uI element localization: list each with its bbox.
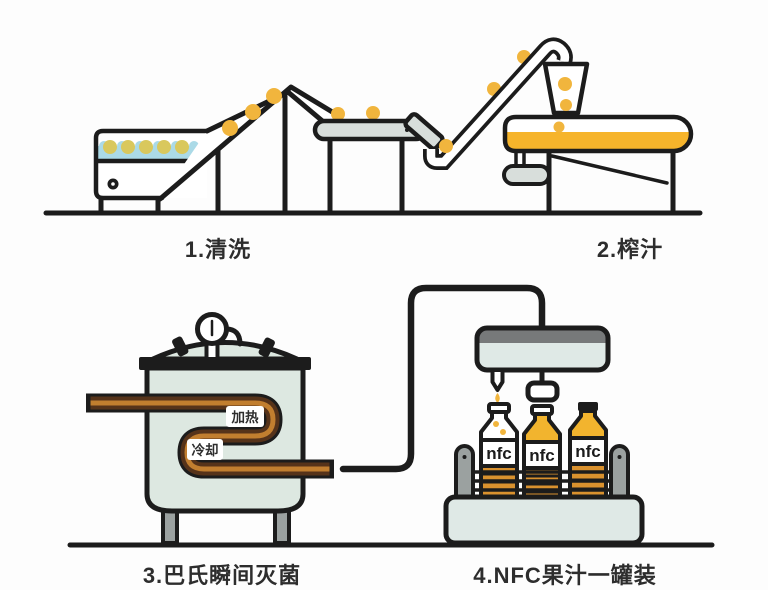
bottle-cap	[578, 402, 598, 411]
fruit-icon	[558, 77, 572, 91]
heating-label-box	[226, 406, 264, 427]
station-juicing	[423, 37, 694, 214]
transfer-pipe	[339, 284, 546, 473]
bottle-brand: nfc	[486, 444, 512, 463]
incline-conveyor-1	[157, 84, 337, 202]
step-1-label: 1.清洗	[185, 237, 251, 262]
stand-brace	[550, 154, 669, 185]
bottle-shoulder	[479, 410, 519, 442]
fruit-icon	[439, 139, 453, 153]
juice-drop-icon	[495, 393, 500, 403]
fruit-icon	[331, 107, 345, 121]
bottle-brand: nfc	[575, 442, 601, 461]
juice-drop-icon	[500, 429, 506, 435]
step-3-label: 3.巴氏瞬间灭菌	[143, 563, 301, 588]
station-pasteurizer: 加热 冷却	[67, 284, 715, 548]
fruit-icon	[245, 104, 261, 120]
capper-head	[525, 380, 560, 403]
pipe-end-cap	[329, 459, 334, 479]
fruit-icon	[103, 140, 117, 154]
juice-level	[505, 132, 691, 151]
conveyor-edge	[157, 84, 337, 202]
heat-exchange-pipe: 加热 冷却	[86, 393, 334, 479]
bottling-conveyor	[443, 444, 645, 546]
fruit-icon	[222, 120, 238, 136]
valve-icon	[258, 337, 275, 358]
outlet-pipe	[502, 164, 551, 186]
pipe-highlight	[90, 400, 331, 472]
valve-icon	[172, 336, 189, 357]
heating-label: 加热	[231, 409, 259, 425]
pipe-end-cap	[86, 393, 91, 413]
drain-hole	[111, 182, 115, 186]
post-pin	[617, 455, 622, 459]
fruit-icon	[560, 99, 572, 111]
bottle-shoulder	[522, 412, 562, 444]
drop-chute	[403, 112, 445, 151]
fruit-icon	[366, 106, 380, 120]
step-2-label: 2.榨汁	[597, 237, 663, 262]
filler-head	[474, 325, 611, 403]
juice-tank	[502, 114, 694, 214]
station-washing	[43, 84, 703, 216]
fruit-icon	[266, 88, 282, 104]
cooling-label: 冷却	[192, 442, 219, 458]
juice-tank-outline	[502, 114, 694, 154]
filler-nozzle-icon	[490, 368, 505, 392]
post-pin	[462, 455, 467, 459]
conveyor-edge	[204, 89, 329, 134]
incline-conveyor-2	[423, 37, 573, 170]
bottle-2: nfc	[522, 404, 562, 508]
fruit-icon	[157, 140, 171, 154]
horizontal-conveyor	[312, 106, 445, 214]
juicer-funnel	[542, 61, 590, 116]
fruit-icon	[175, 140, 189, 154]
washing-tank-outline	[93, 128, 210, 201]
fruit-icon	[139, 140, 153, 154]
bottle-shoulder	[568, 409, 608, 440]
conveyor-platform	[443, 494, 645, 546]
cooling-label-box	[187, 439, 223, 460]
station-filling: nfc nfc nfc	[443, 325, 645, 546]
fruit-icon	[121, 140, 135, 154]
conveyor-band	[426, 41, 570, 167]
filler-head-band	[477, 328, 608, 343]
washing-tank	[93, 128, 210, 201]
bottle-brand: nfc	[529, 446, 555, 465]
fruit-icon	[553, 121, 565, 133]
juice-drop-icon	[493, 421, 499, 427]
step-4-label: 4.NFC果汁一罐装	[473, 563, 657, 588]
